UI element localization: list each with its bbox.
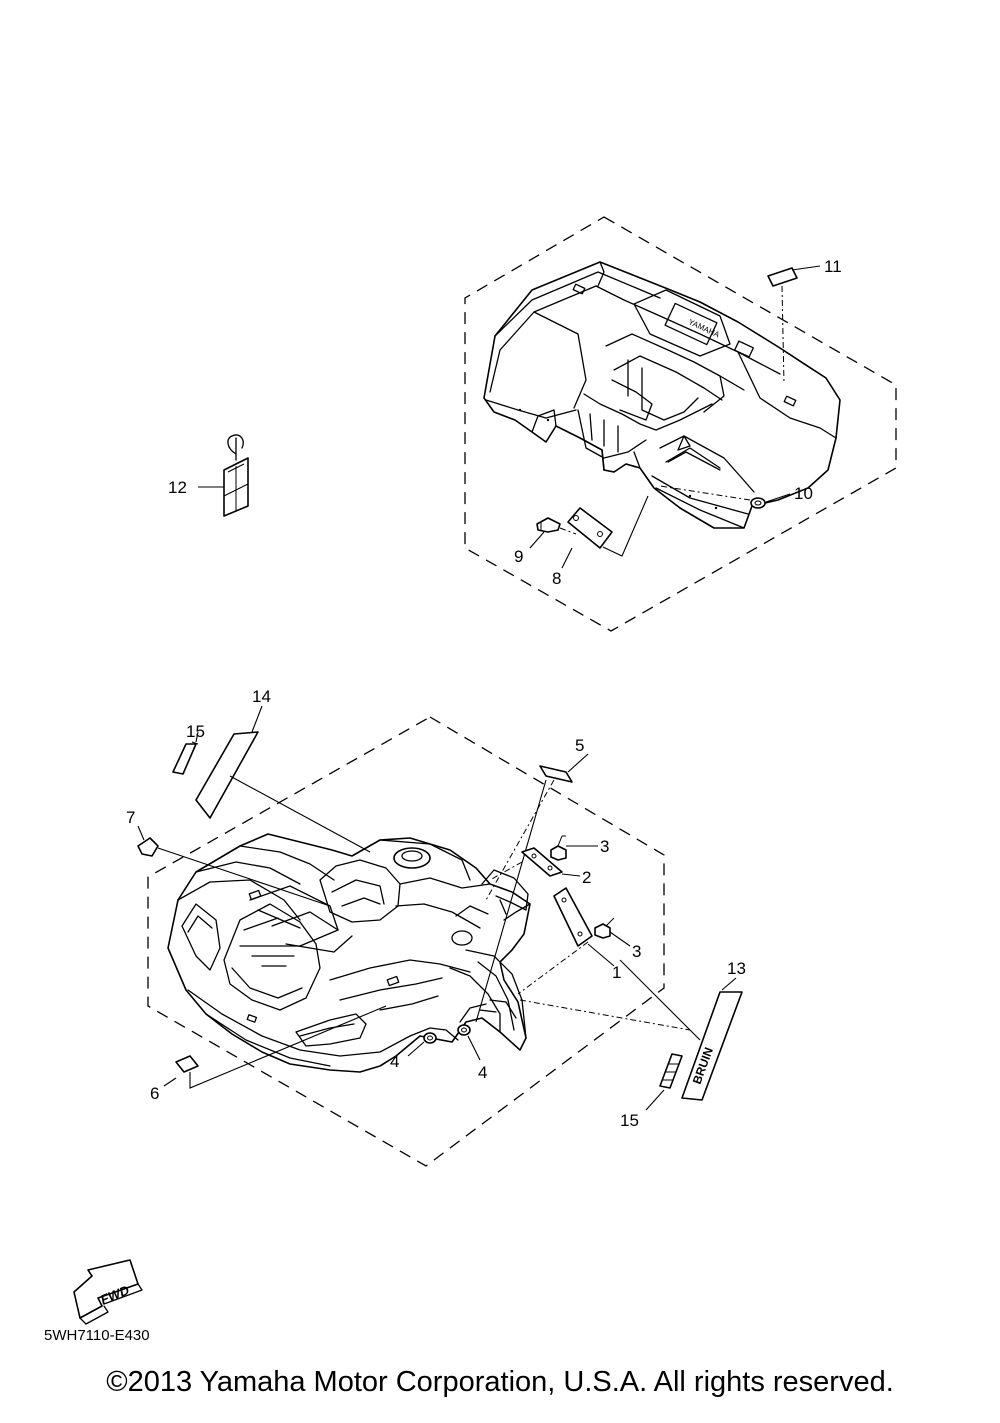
part-10-grommet: 10 bbox=[659, 484, 813, 509]
copyright-notice: ©2013 Yamaha Motor Corporation, U.S.A. A… bbox=[106, 1366, 894, 1398]
front-group-boundary bbox=[147, 716, 665, 1167]
part-14-decal: 14 bbox=[195, 687, 371, 853]
part-4-grommet-left: 4 bbox=[390, 1032, 437, 1071]
callout-12: 12 bbox=[168, 478, 187, 497]
rear-fender: YAMAHA bbox=[483, 261, 841, 529]
part-3-screw-upper: 3 bbox=[550, 835, 609, 861]
callout-2: 2 bbox=[582, 868, 591, 887]
rear-group-boundary bbox=[464, 216, 897, 632]
callout-3a: 3 bbox=[600, 837, 609, 856]
callout-1: 1 bbox=[612, 963, 621, 982]
front-fender-group: 5 2 1 3 bbox=[126, 687, 665, 1167]
callout-4a: 4 bbox=[390, 1052, 399, 1071]
callout-7: 7 bbox=[126, 808, 135, 827]
part-1-plate: 1 bbox=[517, 887, 621, 995]
callout-4b: 4 bbox=[478, 1063, 487, 1082]
callout-5: 5 bbox=[575, 736, 584, 755]
part-8-plate: 8 bbox=[552, 495, 649, 588]
part-number: 5WH7110-E430 bbox=[44, 1327, 150, 1344]
callout-14: 14 bbox=[252, 687, 271, 706]
part-6-decal: 6 bbox=[150, 1005, 387, 1103]
callout-3b: 3 bbox=[632, 942, 641, 961]
part-2-plate: 2 bbox=[489, 847, 591, 887]
rear-fender-group: YAMAHA bbox=[464, 216, 897, 632]
part-15-decal-upper: 15 bbox=[172, 722, 205, 775]
part-3-screw-lower: 3 bbox=[594, 917, 641, 961]
part-7-emblem: 7 bbox=[126, 808, 331, 907]
part-4-grommet-right: 4 bbox=[457, 1024, 487, 1082]
callout-8: 8 bbox=[552, 569, 561, 588]
forward-arrow-icon: FWD bbox=[73, 1259, 143, 1325]
part-12-tag: 12 bbox=[168, 434, 249, 517]
callout-11: 11 bbox=[824, 257, 842, 276]
part-11-decal: 11 bbox=[767, 257, 842, 385]
part-13-decal: BRUIN 13 bbox=[519, 959, 746, 1101]
part-5-decal: 5 bbox=[475, 736, 589, 1023]
callout-9: 9 bbox=[514, 547, 523, 566]
callout-15a: 15 bbox=[186, 722, 205, 741]
callout-6: 6 bbox=[150, 1084, 159, 1103]
callout-15b: 15 bbox=[620, 1111, 639, 1130]
part-9-screw: 9 bbox=[514, 517, 577, 566]
callout-10: 10 bbox=[794, 484, 813, 503]
part-15-decal-lower: 15 bbox=[620, 1053, 683, 1130]
front-fender bbox=[167, 833, 531, 1073]
callout-13: 13 bbox=[727, 959, 746, 978]
